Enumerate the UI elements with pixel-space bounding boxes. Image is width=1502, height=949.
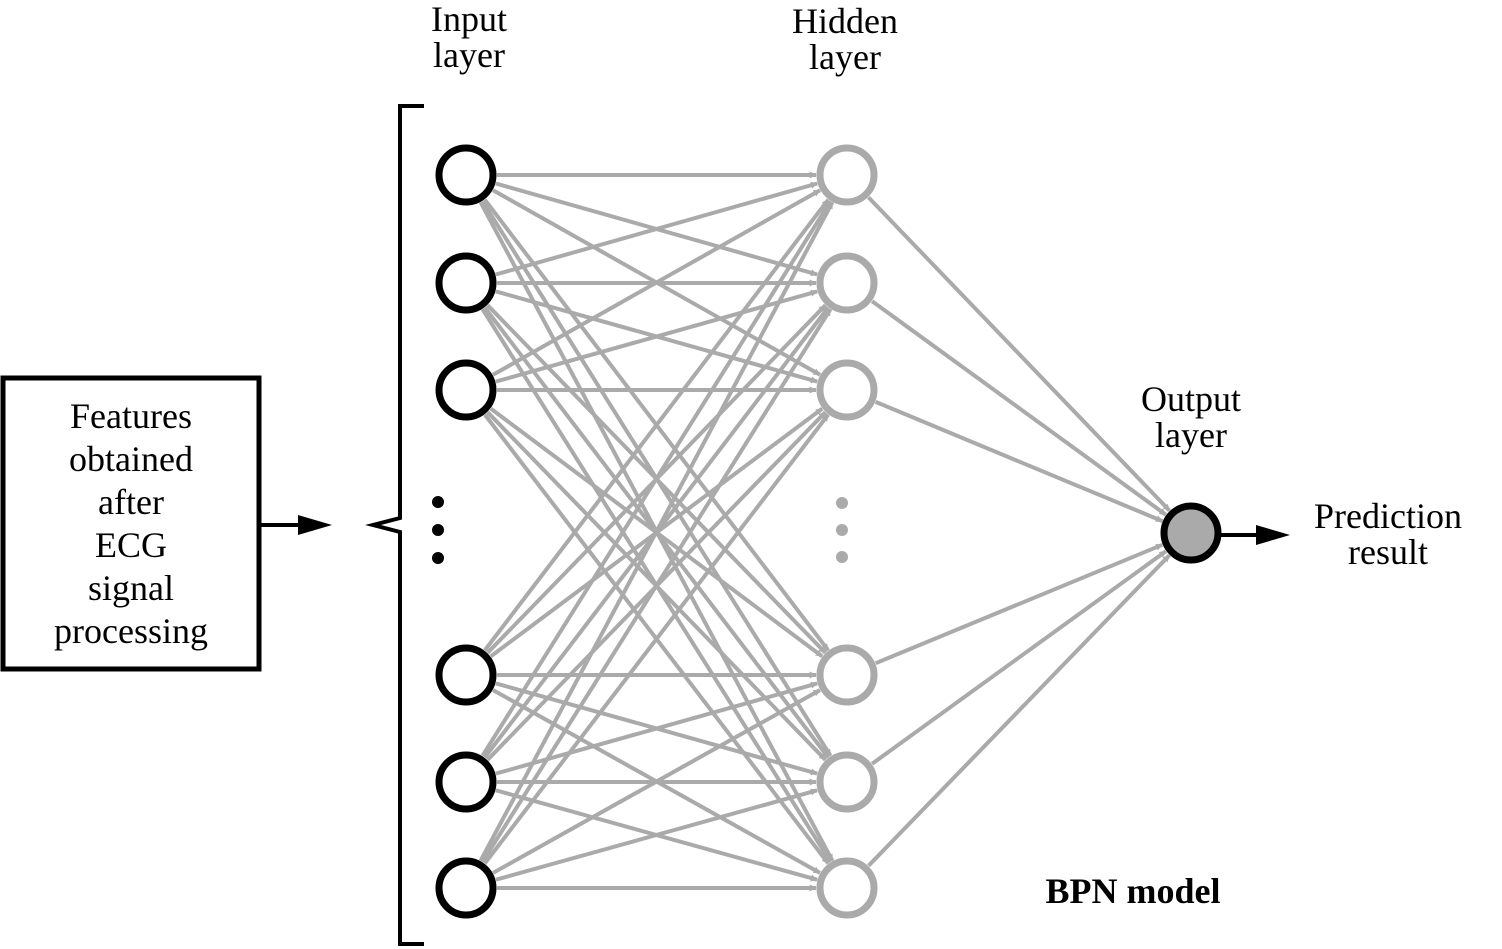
input-hidden-edge [492,188,821,377]
prediction-label-line1: Prediction [1314,496,1462,536]
ellipsis-dot [836,524,848,536]
hidden-node [816,252,878,314]
input-node [435,144,497,206]
input-hidden-edge [478,201,835,862]
features-text-line1: Features [70,396,192,436]
ellipsis-dot [432,496,444,508]
hidden-node [816,857,878,919]
input-node [435,751,497,813]
input-hidden-edge [492,688,821,875]
output-layer-title-line1: Output [1141,379,1241,419]
input-node [435,857,497,919]
hidden-ellipsis-dots [836,497,848,563]
hidden-layer-title-line2: layer [809,37,881,77]
input-node [435,359,497,421]
input-hidden-edge [495,788,818,882]
hidden-output-edge [867,196,1171,512]
input-ellipsis-dots [432,496,444,564]
output-arrowhead [1256,525,1290,545]
features-box [0,375,262,672]
input-hidden-edge [480,200,833,757]
features-text-line5: signal [88,568,174,608]
connection-edges [478,171,1171,892]
input-node [435,252,497,314]
model-name-label: BPN model [1046,871,1221,911]
input-hidden-edge [480,308,833,863]
hidden-output-edge [874,400,1164,523]
features-text-line3: after [98,482,164,522]
hidden-output-edge [870,549,1168,766]
hidden-node [816,644,878,706]
hidden-layer-title-line1: Hidden [792,1,898,41]
hidden-node [816,359,878,421]
features-text-line6: processing [54,611,208,651]
output-node [1160,502,1222,564]
input-layer-nodes [435,144,497,919]
input-node [435,644,497,706]
input-layer-title-line2: layer [433,35,505,75]
features-text-line4: ECG [95,525,167,565]
hidden-layer-nodes [816,144,878,919]
hidden-output-edge [874,542,1164,666]
ellipsis-dot [432,552,444,564]
hidden-output-edge [867,553,1171,868]
features-text-line2: obtained [69,439,193,479]
input-hidden-edge [495,181,818,277]
hidden-node [816,144,878,206]
output-layer-title-line2: layer [1155,415,1227,455]
hidden-output-edge [870,299,1168,517]
ellipsis-dot [836,497,848,509]
input-layer-title-line1: Input [431,0,507,39]
input-bracket [365,104,424,946]
input-hidden-edge [483,413,830,865]
input-hidden-edge [483,198,830,652]
hidden-node [816,751,878,813]
features-arrowhead [298,515,332,535]
ellipsis-dot [432,524,444,536]
ellipsis-dot [836,551,848,563]
prediction-label-line2: result [1348,532,1428,572]
